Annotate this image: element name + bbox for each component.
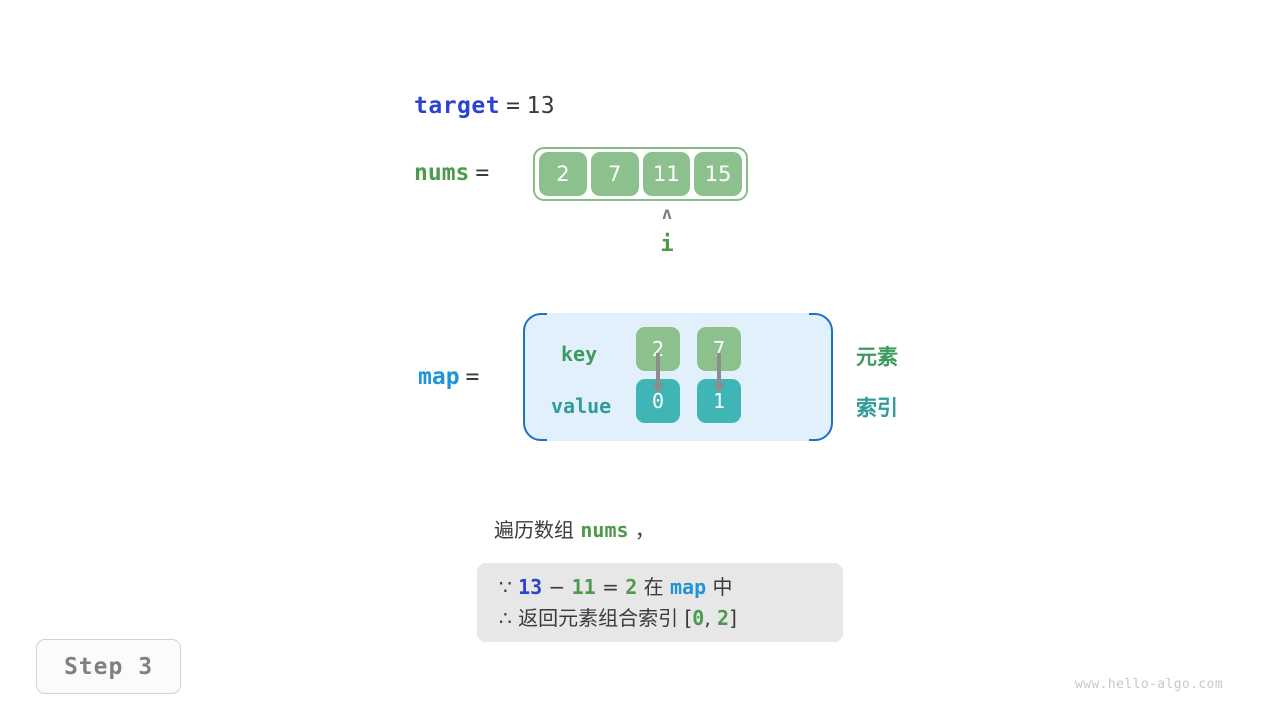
index-caret-icon: ʌ — [661, 204, 673, 224]
map-value-side-note: 索引 — [856, 396, 898, 420]
because-symbol: ∵ — [499, 575, 512, 599]
note-end-text: 中 — [712, 575, 733, 599]
result-index-1: 2 — [717, 606, 730, 630]
note-result: 2 — [625, 575, 638, 599]
array-cell: 2 — [539, 152, 587, 196]
note-mid-text: 在 — [643, 575, 664, 599]
map-key-side-note: 元素 — [856, 345, 898, 369]
key-to-value-arrow-icon — [713, 353, 725, 393]
array-cell: 15 — [694, 152, 742, 196]
map-entry: 7 1 — [697, 327, 741, 423]
bracket-close: ] — [729, 606, 737, 630]
target-equals-sign: = — [506, 93, 521, 119]
caption-prefix: 遍历数组 — [494, 518, 574, 542]
map-container: key value 2 0 7 1 — [523, 313, 833, 441]
note-operand-a: 13 — [518, 575, 543, 599]
explanation-row-1: ∵ 13 − 11 = 2 在 map 中 — [499, 572, 821, 603]
note-equals-sign: = — [602, 575, 619, 599]
note-conclusion-text: 返回元素组合索引 — [518, 606, 679, 630]
caption-code-nums: nums — [580, 518, 629, 542]
nums-row-label: nums= — [414, 160, 495, 186]
map-variable-name: map — [418, 364, 460, 390]
map-row-label: map= — [418, 364, 485, 390]
note-map-ref: map — [670, 575, 707, 599]
explanation-box: ∵ 13 − 11 = 2 在 map 中 ∴ 返回元素组合索引 [0, 2] — [477, 563, 843, 642]
bracket-open: [ — [684, 606, 693, 630]
array-cell: 7 — [590, 152, 639, 196]
map-key-row-label: key — [561, 342, 598, 366]
caption-suffix: ， — [634, 518, 655, 542]
nums-equals-sign: = — [475, 160, 490, 186]
map-entry: 2 0 — [636, 327, 680, 423]
map-value-row-label: value — [551, 394, 612, 418]
result-comma: , — [704, 606, 711, 630]
index-pointer-label: i — [660, 232, 674, 257]
nums-array: 2 7 11 15 — [533, 147, 748, 201]
nums-variable-name: nums — [414, 160, 470, 186]
result-index-0: 0 — [692, 606, 705, 630]
note-operand-b: 11 — [571, 575, 596, 599]
target-value: 13 — [526, 93, 556, 119]
watermark: www.hello-algo.com — [1075, 677, 1224, 692]
therefore-symbol: ∴ — [499, 606, 512, 630]
target-variable-name: target — [414, 93, 501, 119]
minus-sign: − — [548, 575, 566, 599]
explanation-row-2: ∴ 返回元素组合索引 [0, 2] — [499, 603, 821, 634]
key-to-value-arrow-icon — [652, 353, 664, 393]
map-equals-sign: = — [465, 364, 480, 390]
array-cell: 11 — [642, 152, 691, 196]
step-badge: Step 3 — [36, 639, 181, 694]
caption-text: 遍历数组 nums ， — [494, 514, 655, 543]
target-row: target=13 — [414, 93, 555, 119]
